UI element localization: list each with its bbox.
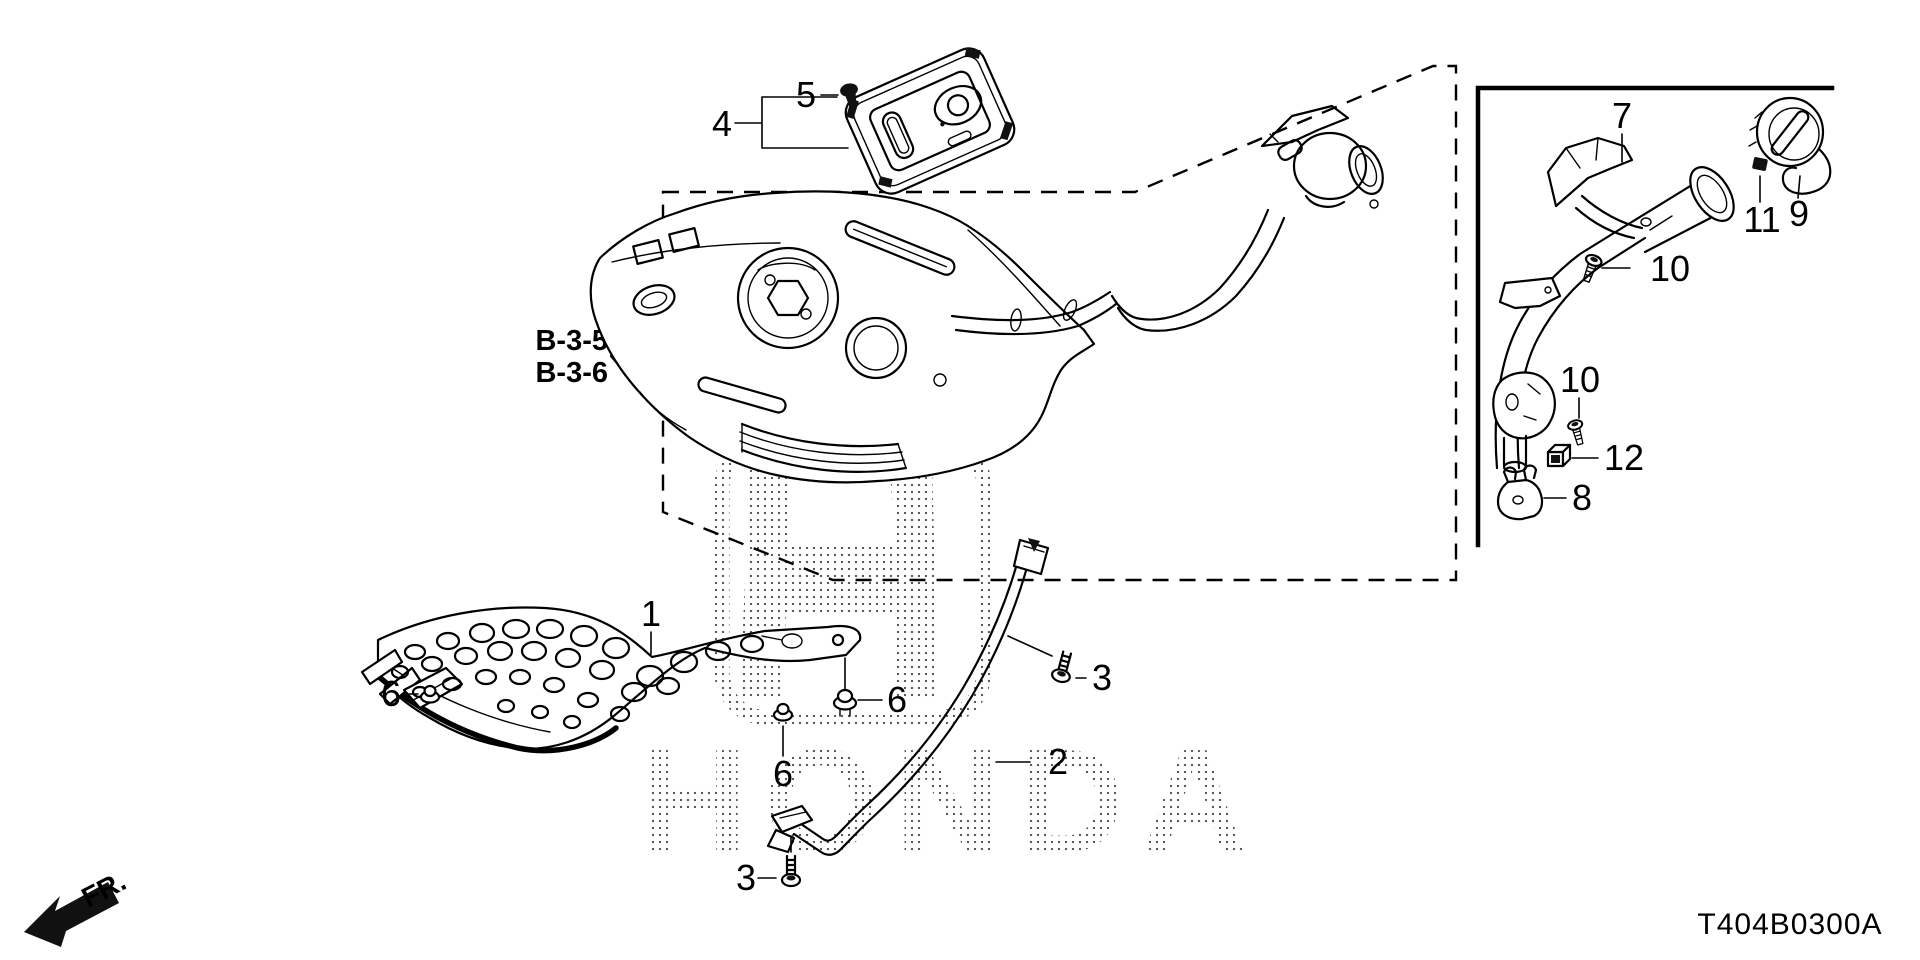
callout-7[interactable]: 7 <box>1612 95 1632 163</box>
tank-guard-drawing <box>360 606 862 754</box>
callout-5[interactable]: 5 <box>796 74 839 115</box>
bolt-10a-drawing <box>1582 253 1603 283</box>
callout-6-right-label[interactable]: 6 <box>887 679 907 720</box>
callout-12[interactable]: 12 <box>1571 437 1644 478</box>
callout-2[interactable]: 2 <box>995 741 1068 782</box>
callout-1-label[interactable]: 1 <box>641 593 661 634</box>
grommet-drawing <box>840 83 858 108</box>
callout-6-right[interactable]: 6 <box>844 657 907 720</box>
sub-assembly-box <box>1475 85 1835 548</box>
callout-3-upper-label[interactable]: 3 <box>1092 657 1112 698</box>
callout-6-left-label[interactable]: 6 <box>381 673 401 714</box>
callout-5-label[interactable]: 5 <box>796 74 816 115</box>
callout-3-lower[interactable]: 3 <box>736 835 792 898</box>
bolt-3a-drawing <box>1050 650 1073 684</box>
callout-4[interactable]: 4 <box>712 96 849 149</box>
tank-band-drawing <box>766 538 1050 856</box>
callout-12-label[interactable]: 12 <box>1604 437 1644 478</box>
callout-2-label[interactable]: 2 <box>1048 741 1068 782</box>
fuel-tank-drawing <box>589 190 1096 484</box>
bolt-10b-drawing <box>1567 419 1584 446</box>
callout-6-middle-label[interactable]: 6 <box>773 753 793 794</box>
callout-3-lower-label[interactable]: 3 <box>736 857 756 898</box>
ref-label-bottom[interactable]: B-3-6 <box>535 357 608 389</box>
callout-7-label[interactable]: 7 <box>1612 95 1632 136</box>
diagram-code: T404B0300A <box>1697 908 1882 941</box>
main-assembly-dashed-box <box>661 64 1458 582</box>
callout-9[interactable]: 9 <box>1789 175 1809 234</box>
callout-4-label[interactable]: 4 <box>712 103 732 144</box>
callout-10-upper-label[interactable]: 10 <box>1650 248 1690 289</box>
clip-12-drawing <box>1546 443 1572 468</box>
callout-6-middle[interactable]: 6 <box>773 725 793 794</box>
honda-watermark: HONDA <box>641 432 1264 884</box>
filler-pipe-sub-drawing <box>1492 96 1832 521</box>
bolt-6c-drawing <box>419 684 441 704</box>
callout-3-upper[interactable]: 3 <box>1007 635 1112 698</box>
bolt-6b-drawing <box>772 702 794 722</box>
fr-arrow-icon <box>24 882 119 947</box>
callout-6-left[interactable]: 6 <box>381 673 419 714</box>
callout-10-upper[interactable]: 10 <box>1601 248 1690 289</box>
callout-8-label[interactable]: 8 <box>1572 477 1592 518</box>
bolt-3b-drawing <box>780 854 802 888</box>
callout-11-label[interactable]: 11 <box>1743 199 1780 240</box>
fr-direction-arrow: FR. <box>24 865 131 947</box>
clamp-8-drawing <box>1496 464 1544 521</box>
watermark-text: HONDA <box>641 719 1264 884</box>
bolt-6a-drawing <box>832 688 858 717</box>
callout-11[interactable]: 11 <box>1743 175 1781 240</box>
callout-9-label[interactable]: 9 <box>1789 193 1809 234</box>
callout-10-lower-label[interactable]: 10 <box>1560 359 1600 400</box>
ref-label-top[interactable]: B-3-5 <box>535 325 608 357</box>
access-cover-drawing <box>844 47 1016 195</box>
callout-10-lower[interactable]: 10 <box>1560 359 1600 419</box>
callout-8[interactable]: 8 <box>1543 477 1592 518</box>
callout-1[interactable]: 1 <box>641 593 661 655</box>
tank-pipes-drawing <box>950 104 1384 336</box>
